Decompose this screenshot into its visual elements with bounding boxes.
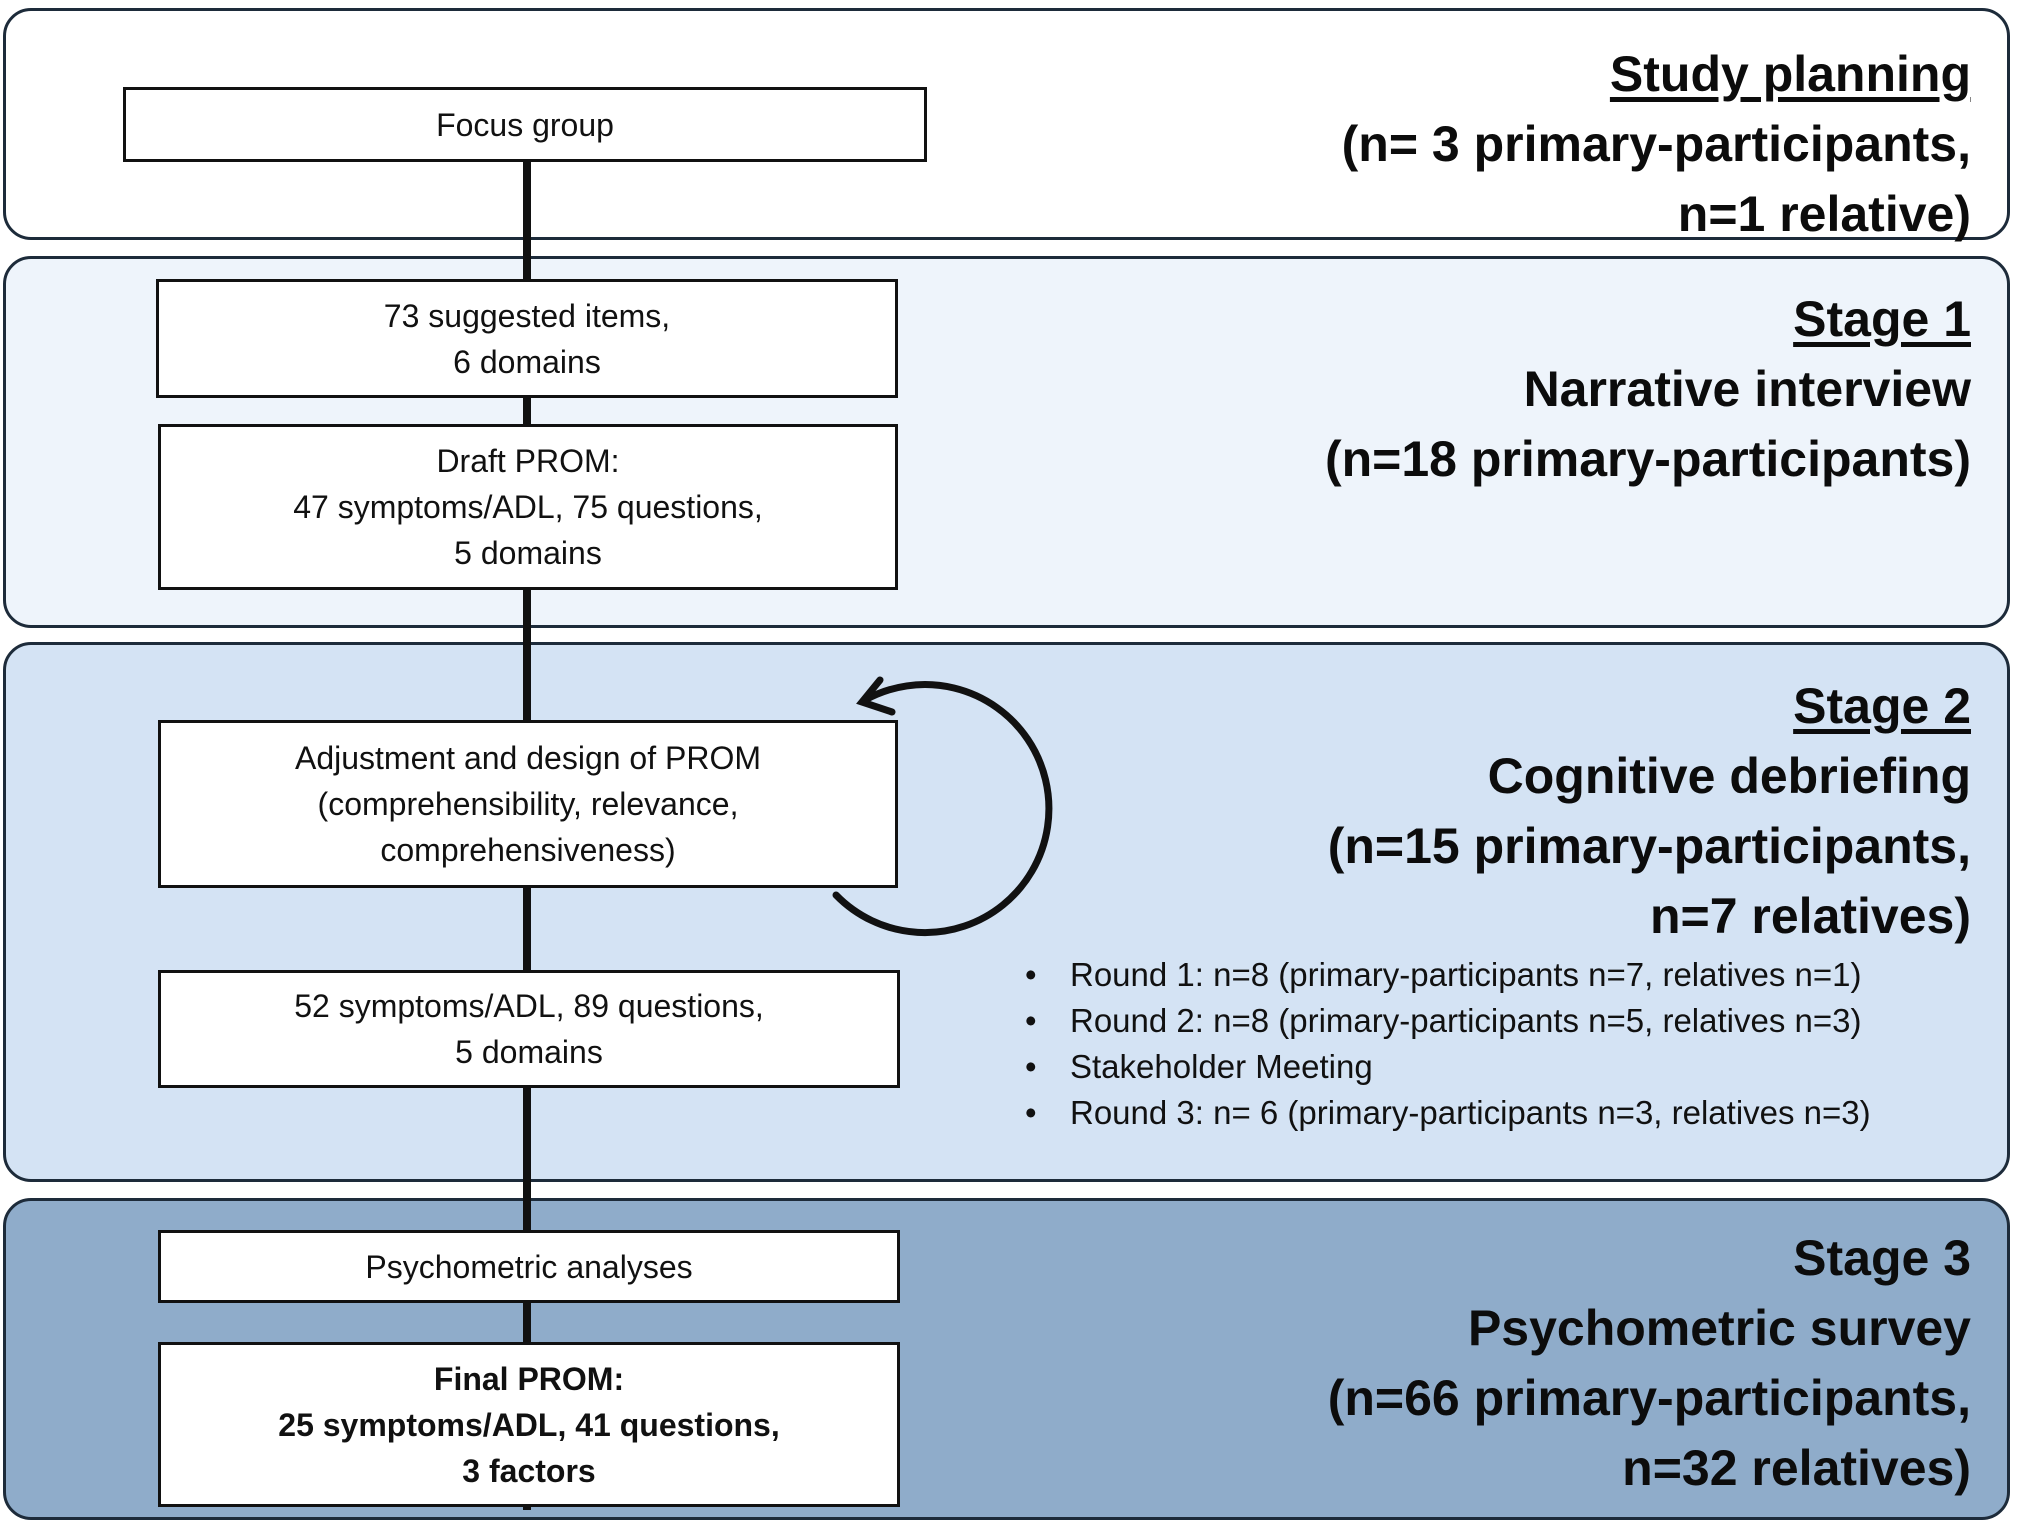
stage-line: n=32 relatives) [1622,1440,1971,1496]
rounds-list: Round 1: n=8 (primary-participants n=7, … [1025,952,1871,1136]
stage-title: Stage 2 [1793,678,1971,734]
stage-heading-stage-2: Stage 2 Cognitive debriefing (n=15 prima… [1328,671,1971,951]
suggested-items-box: 73 suggested items, 6 domains [156,279,898,398]
psychometric-analyses-box: Psychometric analyses [158,1230,900,1303]
list-item: Round 2: n=8 (primary-participants n=5, … [1025,998,1871,1044]
box-line: 47 symptoms/ADL, 75 questions, [293,489,763,525]
box-line: 6 domains [453,343,601,380]
box-line: 73 suggested items, [383,297,671,334]
stage-heading-study-planning: Study planning (n= 3 primary-participant… [1342,39,1971,249]
stage-line: (n=15 primary-participants, [1327,818,1971,874]
draft-prom-box: Draft PROM: 47 symptoms/ADL, 75 question… [158,424,898,590]
stage-title: Study planning [1609,46,1971,102]
box-line: 52 symptoms/ADL, 89 questions, [294,988,764,1024]
box-line: 3 factors [462,1452,596,1489]
box-line: 25 symptoms/ADL, 41 questions, [278,1406,780,1443]
stage-line: (n=66 primary-participants, [1327,1370,1971,1426]
final-prom-box: Final PROM: 25 symptoms/ADL, 41 question… [158,1342,900,1507]
list-item: Round 1: n=8 (primary-participants n=7, … [1025,952,1871,998]
box-line: Adjustment and design of PROM [294,740,761,776]
focus-group-box: Focus group [123,87,927,162]
stage-line: n=1 relative) [1677,186,1971,242]
stage-panel-study-planning: Study planning (n= 3 primary-participant… [3,8,2010,242]
stage-line: Cognitive debriefing [1487,748,1971,804]
stage-line: n=7 relatives) [1649,888,1971,944]
box-line: Final PROM: [433,1360,625,1397]
adjustment-box: Adjustment and design of PROM (comprehen… [158,720,898,888]
revised-prom-box: 52 symptoms/ADL, 89 questions, 5 domains [158,970,900,1088]
stage-heading-stage-3: Stage 3 Psychometric survey (n=66 primar… [1328,1223,1971,1503]
stage-line: Psychometric survey [1467,1300,1971,1356]
stage-line: (n=18 primary-participants) [1324,431,1971,487]
list-item: Round 3: n= 6 (primary-participants n=3,… [1025,1090,1871,1136]
list-item: Stakeholder Meeting [1025,1044,1871,1090]
box-line: 5 domains [455,1034,603,1070]
stage-title: Stage 1 [1793,291,1971,347]
box-line: Psychometric analyses [365,1248,693,1285]
box-line: comprehensiveness) [380,832,676,868]
stage-line: (n= 3 primary-participants, [1341,116,1971,172]
box-line: 5 domains [454,535,602,571]
stage-title: Stage 3 [1793,1230,1971,1286]
box-line: (comprehensibility, relevance, [317,786,739,822]
box-line: Draft PROM: [436,443,620,479]
stage-line: Narrative interview [1523,361,1971,417]
box-line: Focus group [436,106,614,143]
stage-heading-stage-1: Stage 1 Narrative interview (n=18 primar… [1325,284,1971,494]
